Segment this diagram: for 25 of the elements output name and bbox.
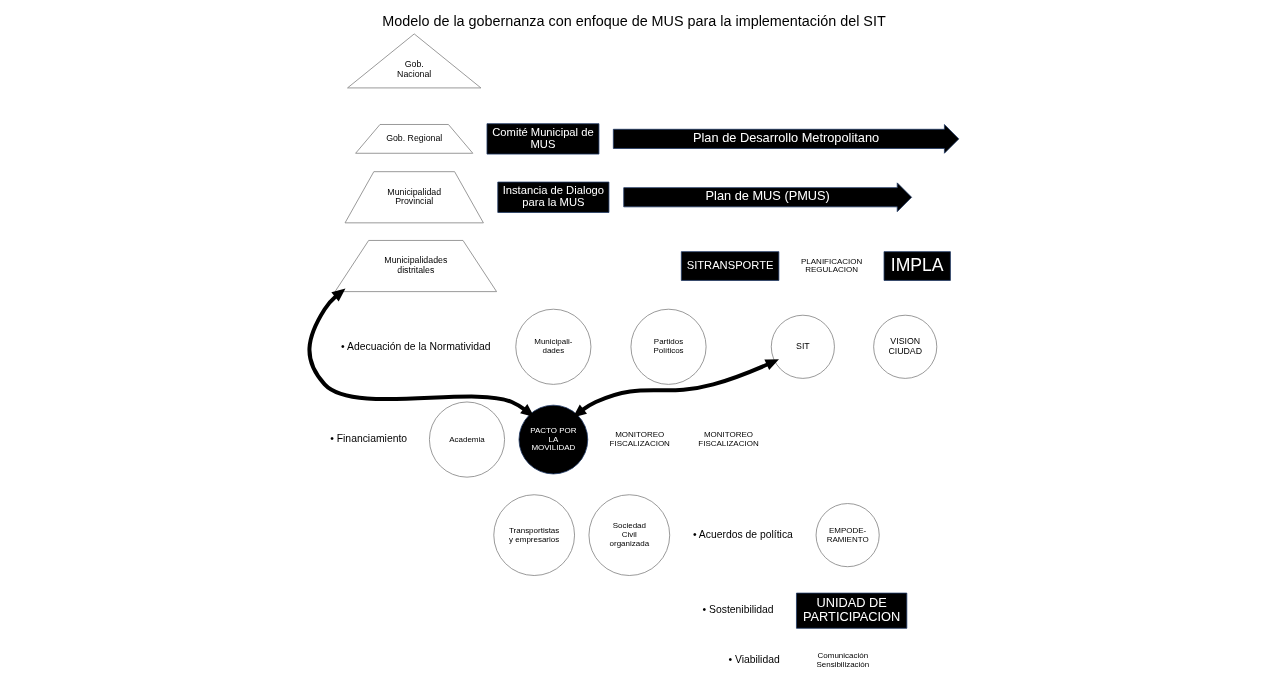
node-box: Comité Municipal de MUS: [486, 123, 599, 155]
node-circle: EMPODE- RAMIENTO: [815, 503, 880, 568]
arrow: [307, 288, 534, 417]
node-circle: Sociedad Civil organizada: [588, 494, 670, 576]
node-box: SITRANSPORTE: [680, 251, 779, 281]
node-circle: Municipali- dades: [514, 308, 591, 385]
diagram-title: Modelo de la gobernanza con enfoque de MUS para la implementación del SIT: [381, 13, 886, 30]
node-circle: VISION CIUDAD: [872, 314, 937, 379]
node-box: UNIDAD DE PARTICIPACION: [795, 592, 907, 629]
node-box: Instancia de Dialogo para la MUS: [496, 181, 609, 213]
label: • Adecuación de la Normatividad: [340, 340, 491, 352]
label: MONITOREO FISCALIZACION: [697, 430, 759, 448]
label: Comunicación Sensibilización: [815, 650, 869, 669]
node-circle: SIT: [770, 314, 835, 379]
label: • Sostenibilidad: [702, 604, 774, 616]
label: MONITOREO FISCALIZACION: [609, 430, 670, 448]
node-box: IMPLA: [883, 251, 951, 281]
node-circle: Transportistas y empresarios: [492, 494, 575, 576]
label: PLANIFICACION REGULACION: [800, 256, 862, 275]
arrow: [572, 359, 779, 418]
label: • Viabilidad: [727, 654, 780, 665]
node-circle: Partidos Políticos: [630, 308, 706, 385]
node-circle: Academia: [428, 401, 505, 478]
label: • Financiamiento: [329, 433, 407, 445]
label: • Acuerdos de política: [692, 528, 793, 540]
